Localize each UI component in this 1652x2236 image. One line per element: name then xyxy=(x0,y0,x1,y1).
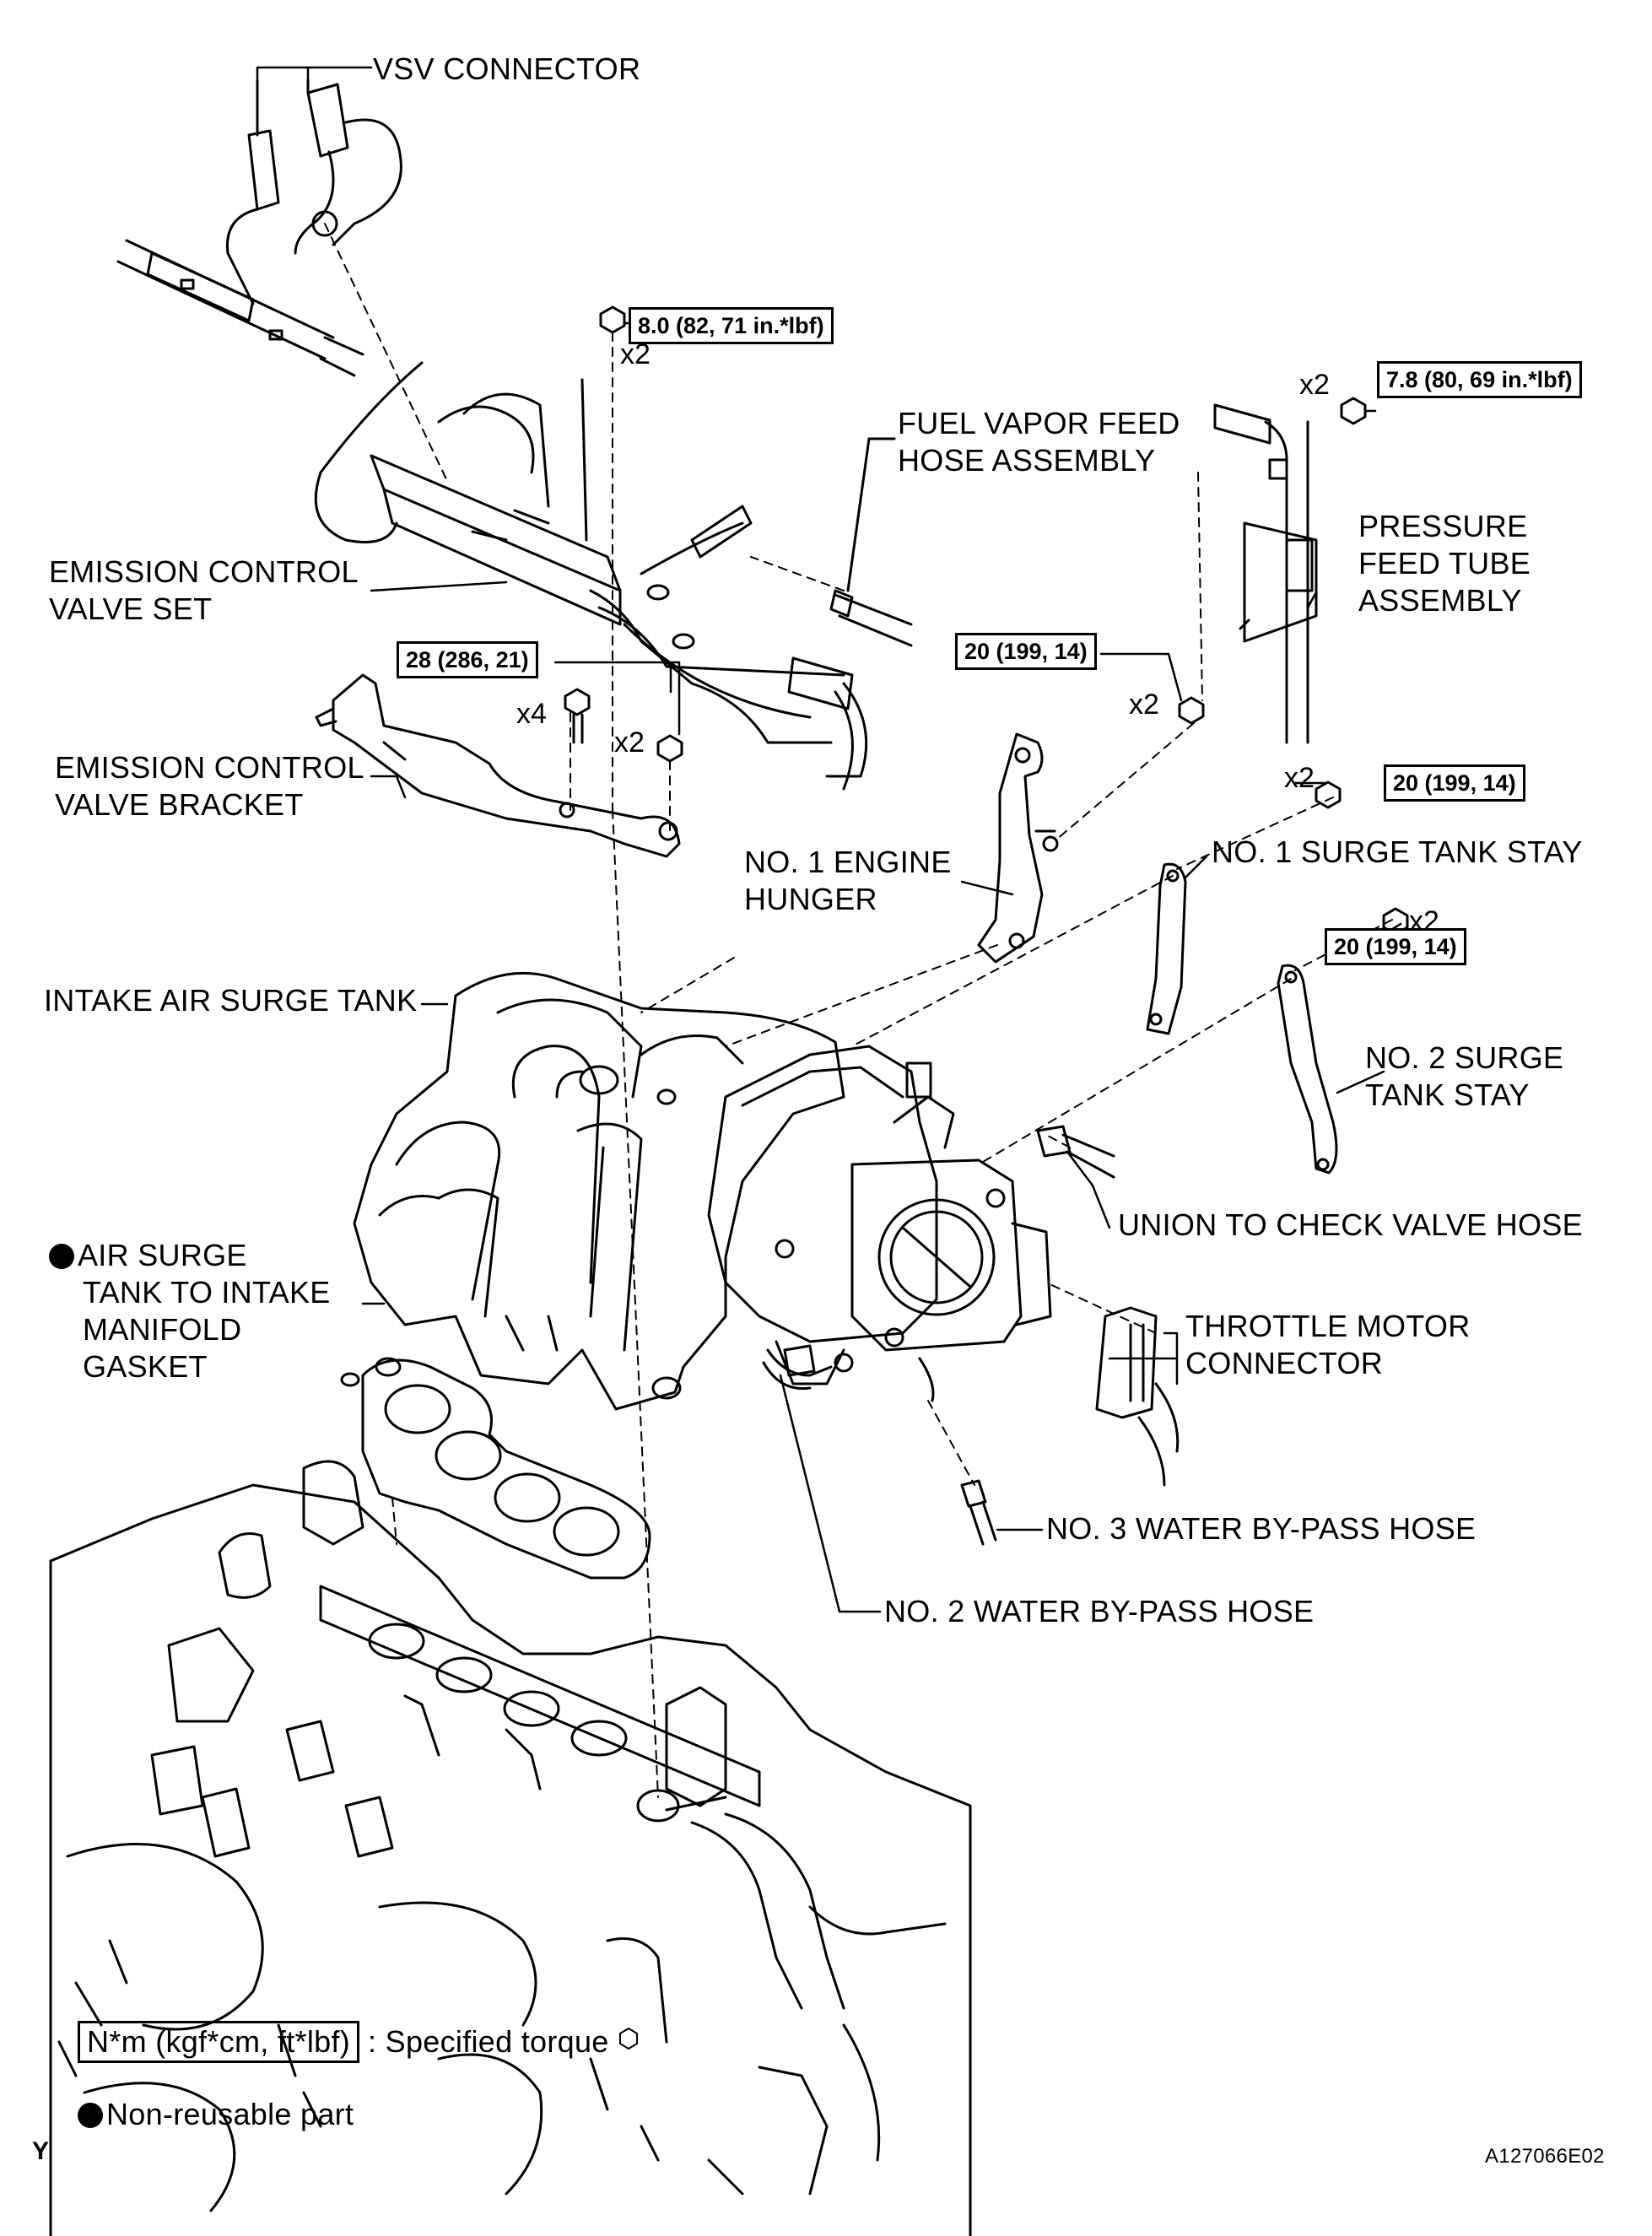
pressure-feed-tube-label-line3: ASSEMBLY xyxy=(1358,583,1522,618)
pressure-feed-tube-drawing xyxy=(1213,403,1318,744)
emission-valve-set-drawing xyxy=(314,361,868,791)
throttle-motor-connector-label-line2: CONNECTOR xyxy=(1185,1346,1384,1380)
torque-box-bracket: 28 (286, 21) xyxy=(397,641,538,678)
nonreusable-legend-text: Non-reusable part xyxy=(106,2097,354,2131)
emission-bracket-drawing xyxy=(315,673,681,858)
engine-block-drawing xyxy=(49,1460,972,2236)
emission-valve-set-label-line2: VALVE SET xyxy=(49,591,213,626)
fuel-vapor-hose-label-line1: FUEL VAPOR FEED xyxy=(898,406,1180,440)
quantity-engine-hunger: x2 xyxy=(1129,689,1159,721)
figure-code: A127066E02 xyxy=(1485,2145,1605,2168)
throttle-motor-connector-label-line1: THROTTLE MOTOR xyxy=(1185,1309,1471,1343)
torque-units-box: N*m (kgf*cm, ft*lbf) xyxy=(78,2021,360,2063)
pressure-feed-tube-label-line1: PRESSURE xyxy=(1358,509,1528,543)
fuel-vapor-hose-drawing xyxy=(829,437,913,647)
vsv-connector-label: VSV CONNECTOR xyxy=(373,51,641,86)
quantity-bracket-bolt: x4 xyxy=(516,698,547,730)
surge-tank-stay-2-label-line2: TANK STAY xyxy=(1365,1077,1530,1112)
engine-hunger-label-line1: NO. 1 ENGINE xyxy=(744,845,952,879)
gasket-label-line3: MANIFOLD xyxy=(83,1312,242,1347)
dashed-alignment-lines xyxy=(324,223,1393,1798)
legend-bolt-glyph xyxy=(619,2028,638,2050)
nonreusable-legend-dot-icon xyxy=(78,2103,103,2128)
fuel-vapor-hose-label-line2: HOSE ASSEMBLY xyxy=(898,443,1156,478)
gasket-drawing xyxy=(340,1358,651,1580)
quantity-bracket-nut: x2 xyxy=(614,726,645,759)
emission-bracket-label-line2: VALVE BRACKET xyxy=(55,787,304,822)
union-check-valve-hose-label: UNION TO CHECK VALVE HOSE xyxy=(1118,1207,1583,1242)
quantity-surge-stay-2: x2 xyxy=(1409,905,1439,937)
torque-box-pressure-tube: 7.8 (80, 69 in.*lbf) xyxy=(1377,361,1582,398)
torque-box-surge-stay-1: 20 (199, 14) xyxy=(1384,764,1525,802)
vsv-connector-drawing xyxy=(116,78,402,377)
surge-tank-stay-drawings xyxy=(1146,862,1338,1175)
pressure-feed-tube-label-line2: FEED TUBE xyxy=(1358,546,1531,581)
water-bypass-hose-3-label: NO. 3 WATER BY-PASS HOSE xyxy=(1046,1511,1477,1546)
water-bypass-hose-2-label: NO. 2 WATER BY-PASS HOSE xyxy=(884,1594,1315,1628)
quantity-surge-stay-1: x2 xyxy=(1284,762,1315,794)
engine-hunger-label-line2: HUNGER xyxy=(744,882,877,916)
throttle-body-drawing xyxy=(707,1045,1052,1402)
gasket-label-line2: TANK TO INTAKE xyxy=(83,1275,331,1310)
union-check-hose-drawing xyxy=(1036,1125,1115,1179)
emission-valve-set-label-line1: EMISSION CONTROL xyxy=(49,554,359,589)
torque-box-surge-stay-2: 20 (199, 14) xyxy=(1325,928,1466,965)
quantity-emission-valve-nut: x2 xyxy=(620,338,651,370)
fasteners-drawing xyxy=(564,305,1409,936)
emission-bracket-label-line1: EMISSION CONTROL xyxy=(55,750,364,785)
gasket-label-text1: AIR SURGE xyxy=(78,1238,247,1272)
intake-surge-tank-drawing xyxy=(353,971,845,1411)
gasket-label-line1: AIR SURGE xyxy=(49,1237,247,1274)
intake-surge-tank-label: INTAKE AIR SURGE TANK xyxy=(44,983,418,1018)
quantity-pressure-tube: x2 xyxy=(1299,369,1330,401)
torque-legend: N*m (kgf*cm, ft*lbf): Specified torque xyxy=(78,2021,609,2063)
gasket-label-line4: GASKET xyxy=(83,1349,208,1384)
torque-box-emission-valve-nut: 8.0 (82, 71 in.*lbf) xyxy=(629,307,834,344)
surge-tank-stay-1-label: NO. 1 SURGE TANK STAY xyxy=(1212,834,1583,869)
engine-hunger-drawing xyxy=(977,732,1059,964)
torque-legend-text: : Specified torque xyxy=(368,2024,609,2059)
surge-tank-stay-2-label-line1: NO. 2 SURGE xyxy=(1365,1040,1564,1075)
torque-box-engine-hunger: 20 (199, 14) xyxy=(955,633,1097,670)
water-bypass-hoses-drawing xyxy=(762,1344,997,1546)
corner-mark: Y xyxy=(32,2137,50,2165)
nonreusable-dot-icon xyxy=(49,1244,74,1269)
nonreusable-legend: Non-reusable part xyxy=(78,2096,354,2133)
throttle-connector-drawing xyxy=(1095,1306,1180,1487)
